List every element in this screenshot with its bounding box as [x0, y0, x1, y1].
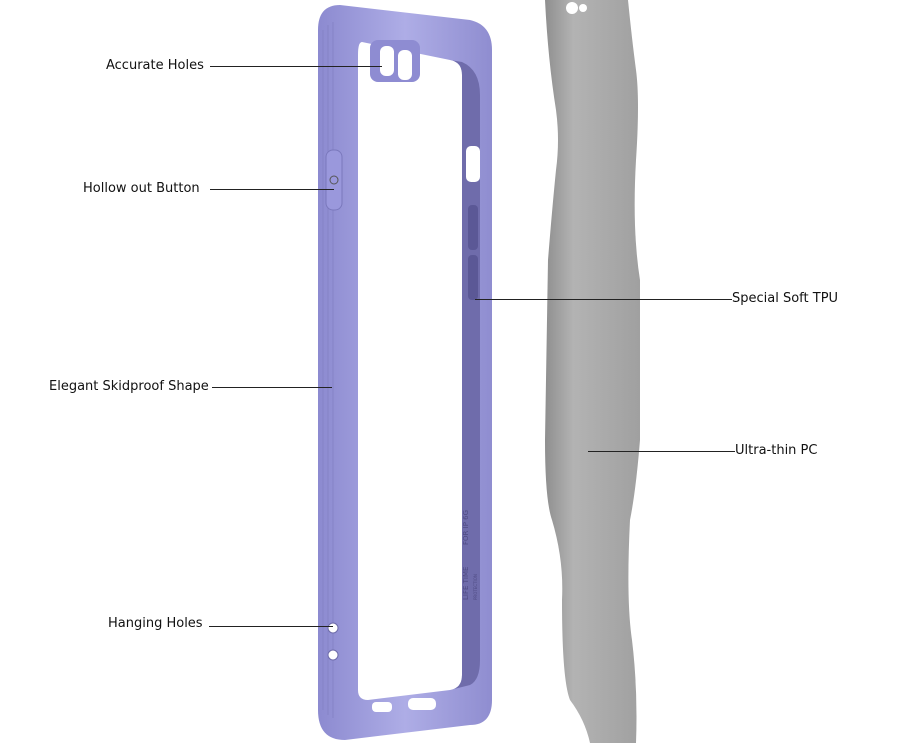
label-hanging-holes: Hanging Holes	[108, 616, 203, 631]
frame-print-line2: FOR IP 6G	[462, 510, 470, 545]
label-hollow-button: Hollow out Button	[83, 181, 200, 196]
mute-switch-hole	[466, 146, 480, 182]
power-icon	[329, 175, 339, 185]
leader-line	[320, 66, 382, 67]
camera-hole-2	[398, 50, 412, 80]
volume-up-button	[468, 205, 478, 250]
frame-print-line1: LIFE TIME	[462, 567, 470, 600]
charging-hole	[408, 698, 436, 710]
frame-grooves	[322, 22, 334, 718]
leader-line	[210, 189, 334, 190]
leader-line	[210, 66, 320, 67]
label-skidproof-shape: Elegant Skidproof Shape	[49, 379, 209, 394]
pc-back-plate	[545, 0, 640, 743]
leader-line	[212, 387, 332, 388]
leader-line	[209, 626, 333, 627]
label-ultra-thin-pc: Ultra-thin PC	[735, 443, 818, 458]
speaker-hole	[372, 702, 392, 712]
flash-hole	[579, 4, 587, 12]
label-soft-tpu: Special Soft TPU	[732, 291, 839, 306]
leader-line	[588, 451, 735, 452]
camera-hole-1	[380, 46, 394, 76]
hanging-hole-2	[327, 649, 339, 661]
volume-down-button	[468, 255, 478, 300]
leader-line	[475, 299, 732, 300]
hanging-hole-1	[327, 622, 339, 634]
camera-cutout	[370, 40, 420, 82]
camera-hole	[566, 2, 578, 14]
power-button	[325, 149, 343, 211]
label-accurate-holes: Accurate Holes	[106, 58, 204, 73]
frame-print-line3: PROTECTION	[473, 574, 478, 600]
